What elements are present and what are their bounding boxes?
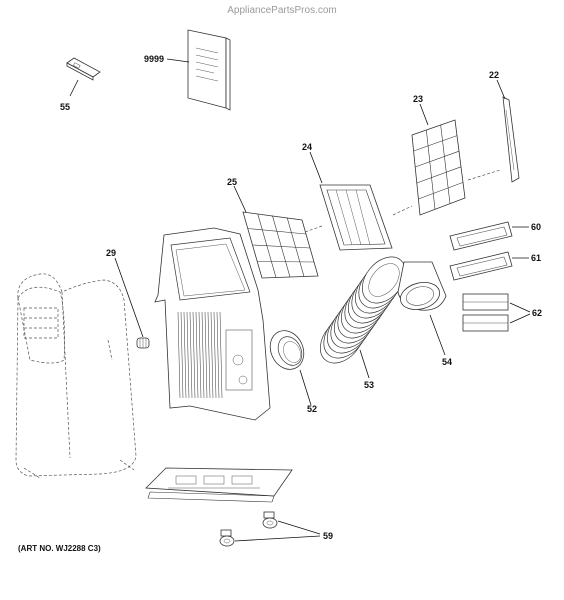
label-52: 52 bbox=[307, 404, 317, 414]
owners-manual bbox=[187, 29, 231, 111]
label-23: 23 bbox=[413, 94, 423, 104]
label-9999: 9999 bbox=[144, 54, 164, 64]
leader-59b bbox=[234, 535, 321, 542]
leader-9999 bbox=[166, 58, 190, 63]
connector-29 bbox=[136, 337, 150, 349]
label-55: 55 bbox=[60, 102, 70, 112]
filter-25 bbox=[242, 211, 319, 279]
label-54: 54 bbox=[442, 357, 452, 367]
leader-52 bbox=[299, 369, 312, 406]
base-pan bbox=[145, 467, 293, 503]
leader-25 bbox=[233, 185, 247, 213]
leader-55 bbox=[69, 79, 79, 97]
front-cabinet bbox=[15, 273, 137, 479]
side-panel-strip bbox=[502, 96, 520, 183]
label-53: 53 bbox=[364, 380, 374, 390]
label-22: 22 bbox=[489, 70, 499, 80]
label-29: 29 bbox=[106, 248, 116, 258]
window-adapter-54 bbox=[397, 261, 447, 311]
label-62: 62 bbox=[532, 308, 542, 318]
watermark: AppliancePartsPros.com bbox=[227, 5, 337, 16]
label-61: 61 bbox=[531, 253, 541, 263]
label-24: 24 bbox=[302, 142, 312, 152]
leader-24 bbox=[309, 151, 323, 184]
label-59: 59 bbox=[323, 531, 333, 541]
label-25: 25 bbox=[227, 177, 237, 187]
window-panel-61 bbox=[449, 251, 513, 281]
leader-29 bbox=[114, 257, 144, 338]
hose-adapter-52 bbox=[269, 330, 305, 370]
label-60: 60 bbox=[531, 222, 541, 232]
leader-22 bbox=[496, 79, 506, 100]
leader-62a bbox=[509, 302, 531, 313]
filter-23 bbox=[411, 119, 466, 216]
leader-23 bbox=[419, 103, 429, 126]
foam-seals-62 bbox=[462, 293, 509, 332]
leader-53 bbox=[359, 349, 370, 379]
leader-62b bbox=[509, 313, 531, 324]
leader-54 bbox=[429, 314, 446, 356]
remote-control bbox=[66, 57, 101, 81]
window-panel-60 bbox=[449, 221, 513, 251]
exhaust-hose-53 bbox=[319, 256, 407, 364]
casters-59 bbox=[219, 511, 278, 547]
art-number: (ART NO. WJ2288 C3) bbox=[18, 544, 101, 553]
filter-frame-24 bbox=[319, 184, 393, 251]
leader-59a bbox=[277, 520, 321, 535]
rear-housing bbox=[154, 227, 271, 421]
